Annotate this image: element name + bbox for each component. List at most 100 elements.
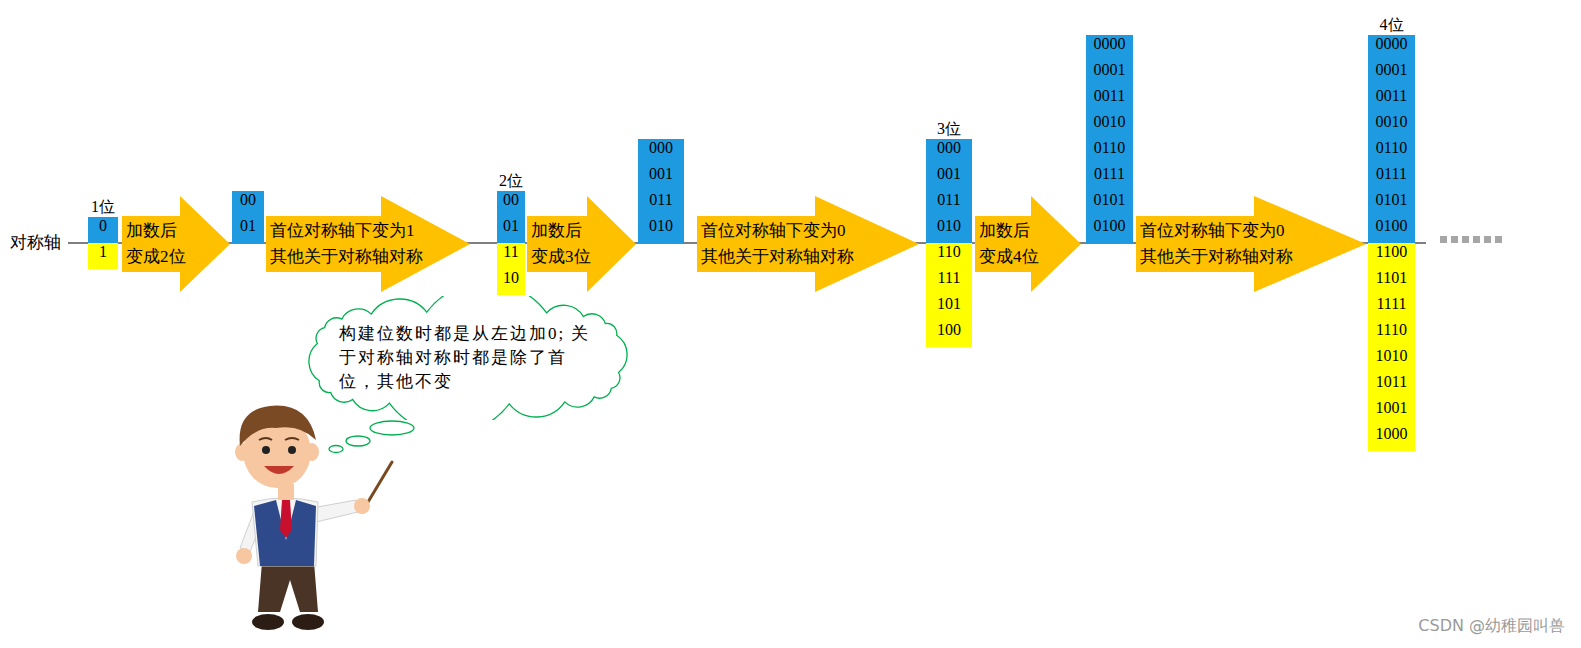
step-arrow: 首位对称轴下变为0 其他关于对称轴对称 [697, 196, 919, 292]
code-cell: 0011 [1086, 87, 1133, 113]
code-cell: 00 [232, 191, 264, 217]
code-cell: 010 [926, 217, 972, 243]
code-cell: 011 [638, 191, 684, 217]
code-column: 4位00000001001100100110011101010100110011… [1368, 11, 1415, 451]
teacher-hand [236, 548, 252, 564]
arrow-label: 加数后 变成3位 [531, 218, 591, 270]
code-cell: 0101 [1086, 191, 1133, 217]
code-cell: 0 [88, 217, 118, 243]
ellipsis-dot [1495, 236, 1502, 243]
bit-count-heading: 2位 [499, 171, 523, 191]
ellipsis-dot [1473, 236, 1480, 243]
arrow-outline [122, 196, 230, 292]
code-cell: 111 [926, 269, 972, 295]
arrow-outline [266, 196, 470, 292]
teacher-sleeve [312, 500, 358, 522]
code-column: 00000001001100100110011101010100 [1086, 35, 1133, 243]
step-arrow: 首位对称轴下变为1 其他关于对称轴对称 [266, 196, 470, 292]
code-cell: 0000 [1368, 35, 1415, 61]
thought-bubble [370, 421, 414, 435]
arrow-label: 加数后 变成2位 [126, 218, 186, 270]
thought-bubble [329, 446, 343, 453]
code-cell: 000 [926, 139, 972, 165]
code-cell: 01 [497, 217, 525, 243]
code-cell: 1000 [1368, 425, 1415, 451]
code-cell: 1100 [1368, 243, 1415, 269]
code-column: 1位01 [88, 193, 118, 269]
code-cell: 0001 [1368, 61, 1415, 87]
ellipsis-dot [1462, 236, 1469, 243]
step-arrow: 加数后 变成3位 [527, 196, 636, 292]
code-cell: 101 [926, 295, 972, 321]
code-cell: 01 [232, 217, 264, 243]
teacher-pants [258, 562, 318, 612]
arrow-shape [527, 196, 636, 292]
arrow-outline [975, 196, 1081, 292]
cloud-outline [309, 296, 627, 420]
teacher-tie [280, 500, 292, 538]
watermark: CSDN @幼稚园叫兽 [1418, 614, 1565, 638]
code-cell: 0010 [1086, 113, 1133, 139]
code-cell: 001 [638, 165, 684, 191]
step-arrow: 加数后 变成4位 [975, 196, 1081, 292]
code-column: 2位00011110 [497, 167, 525, 295]
code-cell: 0011 [1368, 87, 1415, 113]
callout-cloud: 构建位数时都是从左边加0; 关于对称轴对称时都是除了首位，其他不变 [301, 296, 635, 420]
code-cell: 100 [926, 321, 972, 347]
arrow-outline [527, 196, 636, 292]
callout-text: 构建位数时都是从左边加0; 关于对称轴对称时都是除了首位，其他不变 [339, 322, 597, 394]
code-cell: 010 [638, 217, 684, 243]
teacher-vest [254, 500, 316, 566]
teacher-eye [288, 446, 296, 454]
step-arrow: 首位对称轴下变为0 其他关于对称轴对称 [1136, 196, 1366, 292]
ellipsis-dot [1484, 236, 1491, 243]
code-cell: 11 [497, 243, 525, 269]
code-cell: 0110 [1086, 139, 1133, 165]
arrow-label: 加数后 变成4位 [979, 218, 1039, 270]
teacher-hand [354, 498, 370, 514]
code-cell: 0100 [1086, 217, 1133, 243]
code-cell: 0010 [1368, 113, 1415, 139]
code-cell: 0111 [1086, 165, 1133, 191]
arrow-shape [1136, 196, 1366, 292]
axis-label: 对称轴 [10, 231, 61, 255]
arrow-shape [975, 196, 1081, 292]
code-column: 000001011010 [638, 139, 684, 243]
code-column: 0001 [232, 191, 264, 243]
teacher-eye [262, 446, 270, 454]
code-cell: 1011 [1368, 373, 1415, 399]
code-cell: 1 [88, 243, 118, 269]
code-cell: 0100 [1368, 217, 1415, 243]
teacher-shoe [252, 614, 284, 630]
arrow-label: 首位对称轴下变为0 其他关于对称轴对称 [701, 218, 854, 270]
code-cell: 10 [497, 269, 525, 295]
code-cell: 1110 [1368, 321, 1415, 347]
teacher-shirt [252, 498, 318, 566]
code-cell: 0000 [1086, 35, 1133, 61]
code-cell: 001 [926, 165, 972, 191]
teacher-hair [240, 406, 316, 446]
code-cell: 00 [497, 191, 525, 217]
code-cell: 0101 [1368, 191, 1415, 217]
code-cell: 0110 [1368, 139, 1415, 165]
teacher-figure [235, 406, 392, 630]
teacher-eyebrow [259, 438, 299, 440]
teacher-shoe [292, 614, 324, 630]
code-cell: 1001 [1368, 399, 1415, 425]
code-cell: 110 [926, 243, 972, 269]
arrow-shape [697, 196, 919, 292]
bit-count-heading: 3位 [937, 119, 961, 139]
code-column: 3位000001011010110111101100 [926, 115, 972, 347]
arrow-outline [1136, 196, 1366, 292]
ellipsis-dot [1440, 236, 1447, 243]
thought-bubble [346, 436, 370, 446]
arrow-shape [266, 196, 470, 292]
arrow-label: 首位对称轴下变为1 其他关于对称轴对称 [270, 218, 423, 270]
code-cell: 0001 [1086, 61, 1133, 87]
code-cell: 1101 [1368, 269, 1415, 295]
arrow-outline [697, 196, 919, 292]
code-cell: 011 [926, 191, 972, 217]
bit-count-heading: 4位 [1380, 15, 1404, 35]
